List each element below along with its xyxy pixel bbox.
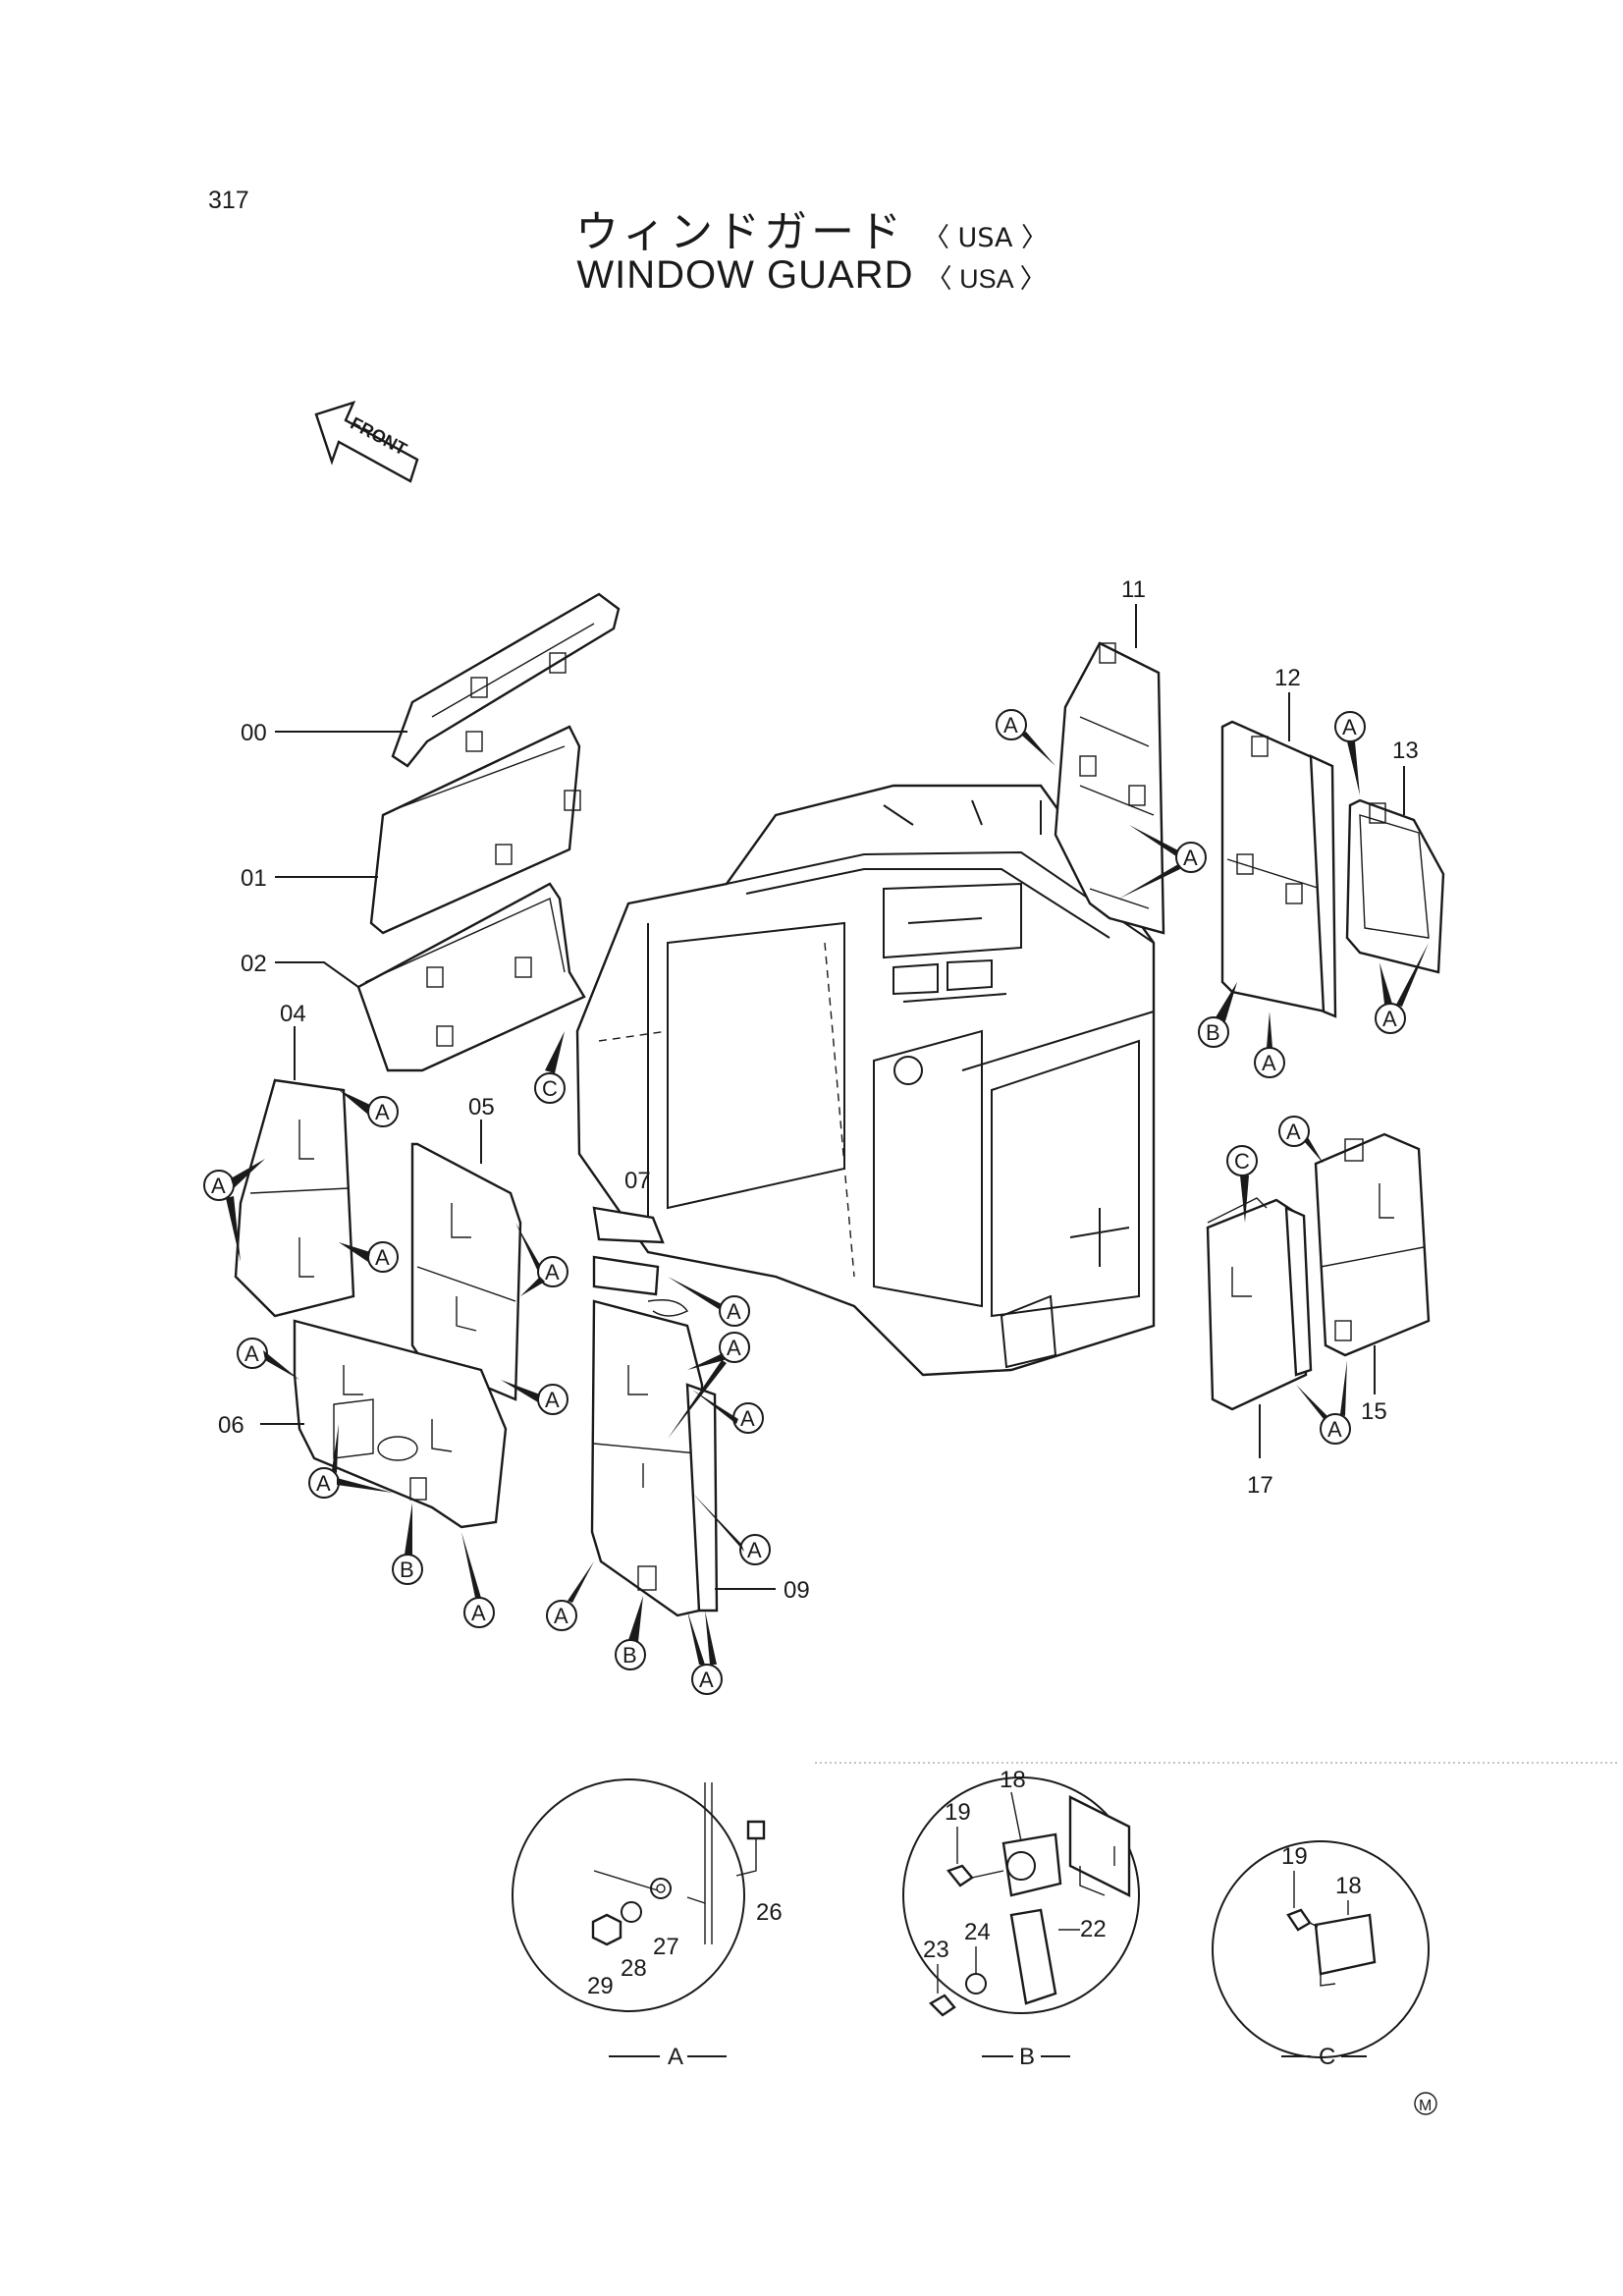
part-panel-04: 04: [234, 1001, 355, 1318]
label-part-13: 13: [1392, 738, 1419, 764]
part-panel-12: 12: [1220, 665, 1337, 1018]
part-panel-01: 01: [241, 725, 581, 935]
detail-view-c: 19 18 C: [1212, 1840, 1430, 2070]
part-bracket-07: 07: [592, 1168, 689, 1317]
callout-a-2: A: [211, 1174, 226, 1198]
label-part-24: 24: [964, 1919, 991, 1945]
label-part-27: 27: [653, 1934, 679, 1960]
label-part-18-c: 18: [1335, 1873, 1362, 1899]
callout-group: C C B B B A A A A A A: [203, 709, 1429, 1695]
label-part-04: 04: [280, 1001, 306, 1027]
part-panel-06: 06: [218, 1319, 508, 1529]
region-tag-jp: 〈 USA 〉: [922, 223, 1049, 253]
callout-a-10: A: [727, 1299, 741, 1324]
label-part-15: 15: [1361, 1398, 1387, 1425]
label-part-17: 17: [1247, 1472, 1273, 1499]
label-part-28: 28: [621, 1955, 647, 1982]
part-panel-15: 15: [1314, 1132, 1431, 1425]
callout-c-1: C: [542, 1076, 558, 1101]
label-part-06: 06: [218, 1412, 244, 1439]
label-part-00: 00: [241, 720, 267, 746]
callout-b-1: B: [400, 1558, 414, 1582]
label-part-11: 11: [1121, 576, 1146, 603]
part-panel-17: 17: [1206, 1197, 1313, 1499]
cab-body: [575, 784, 1156, 1377]
label-part-26: 26: [756, 1899, 783, 1926]
label-part-09: 09: [784, 1577, 810, 1604]
callout-a-12: A: [747, 1538, 762, 1562]
callout-b-2: B: [622, 1643, 637, 1667]
label-part-01: 01: [241, 865, 267, 892]
callout-a-5: A: [545, 1388, 560, 1412]
part-panel-00: 00: [241, 592, 621, 768]
page-title-jp: ウィンドガード 〈 USA 〉: [0, 196, 1623, 259]
part-panel-11: 11: [1054, 576, 1165, 935]
detail-label-a: A: [668, 2044, 683, 2070]
callout-a-8: A: [471, 1601, 486, 1625]
detail-view-a: 26 27 28 29 A: [512, 1778, 783, 2070]
title-en-text: WINDOW GUARD: [576, 253, 914, 297]
callout-a-6: A: [244, 1341, 259, 1366]
label-part-22: 22: [1080, 1916, 1107, 1942]
region-tag-en: 〈 USA 〉: [925, 264, 1047, 294]
callout-a-18: A: [1342, 715, 1357, 739]
front-arrow-icon: FRONT: [314, 401, 419, 483]
callout-a-3: A: [375, 1245, 390, 1270]
label-part-19-b: 19: [945, 1799, 971, 1826]
callout-a-11: A: [740, 1406, 755, 1431]
label-part-12: 12: [1274, 665, 1301, 691]
part-panel-09: 09: [590, 1299, 810, 1617]
callout-a-13: A: [554, 1604, 568, 1628]
label-part-23: 23: [923, 1937, 949, 1963]
callout-a-17: A: [1262, 1051, 1276, 1075]
callout-a-7: A: [316, 1471, 331, 1496]
label-part-19-c: 19: [1281, 1843, 1308, 1870]
part-panel-02: 02: [241, 882, 586, 1072]
part-panel-13: 13: [1345, 738, 1445, 974]
callout-a-21: A: [1327, 1417, 1342, 1442]
detail-label-c: C: [1319, 2044, 1335, 2070]
detail-label-b: B: [1019, 2044, 1035, 2070]
page-title-en: WINDOW GUARD 〈 USA 〉: [0, 253, 1623, 298]
detail-view-b: 18 19 22 23 24 B: [902, 1767, 1140, 2070]
callout-a-16: A: [1183, 846, 1198, 870]
label-part-02: 02: [241, 951, 267, 977]
part-panel-05: 05: [410, 1094, 522, 1401]
callout-a-20: A: [1286, 1120, 1301, 1144]
callout-c-2: C: [1234, 1149, 1250, 1174]
label-part-07: 07: [624, 1168, 651, 1194]
callout-a-4: A: [545, 1260, 560, 1285]
maker-mark-text: M: [1419, 2098, 1432, 2114]
callout-a-15: A: [1003, 713, 1018, 738]
callout-b-3: B: [1206, 1020, 1220, 1045]
label-part-18-b: 18: [1000, 1767, 1026, 1793]
callout-a-9: A: [727, 1336, 741, 1360]
callout-a-14: A: [699, 1667, 714, 1692]
maker-mark: M: [1414, 2092, 1437, 2115]
page-number: 317: [208, 187, 249, 214]
title-jp-text: ウィンドガード: [574, 207, 905, 257]
callout-a-19: A: [1382, 1007, 1397, 1031]
label-part-29: 29: [587, 1973, 614, 1999]
label-part-05: 05: [468, 1094, 495, 1121]
callout-a-1: A: [375, 1100, 390, 1124]
